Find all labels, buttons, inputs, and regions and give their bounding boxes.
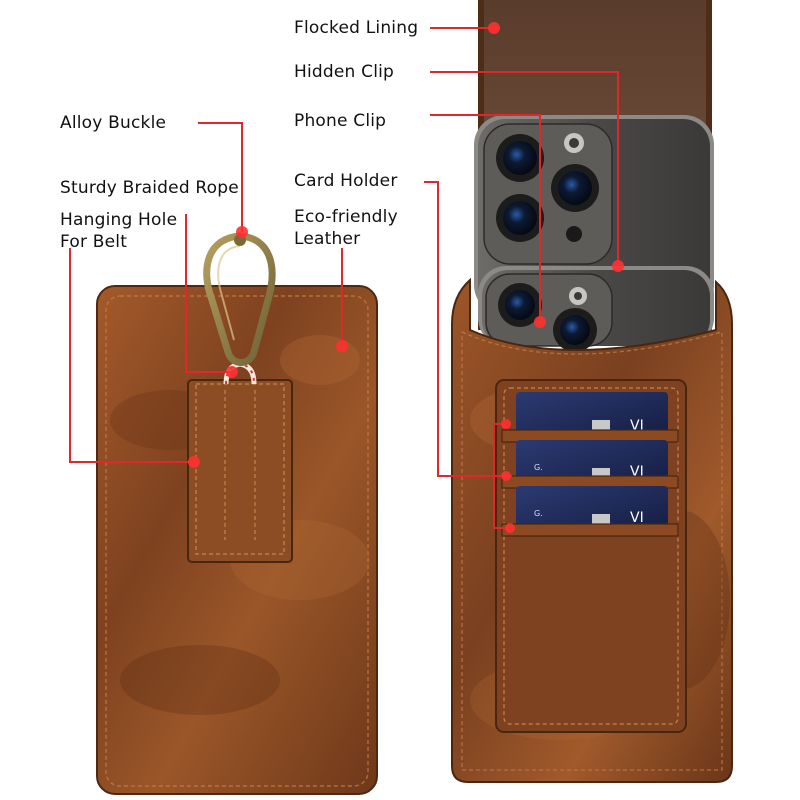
label-eco-leather-1: Eco-friendly	[294, 207, 398, 227]
card-slot-2: G. VI	[501, 440, 679, 492]
label-hanging-hole-2: For Belt	[60, 232, 128, 252]
label-alloy-buckle: Alloy Buckle	[60, 113, 167, 133]
leader-dots	[188, 22, 624, 533]
label-eco-leather-2: Leather	[294, 229, 361, 249]
card-initial-text: G.	[534, 463, 543, 472]
label-hanging-hole-1: Hanging Hole	[60, 210, 178, 230]
left-pouch-back	[96, 285, 378, 795]
right-pouch-front: VI G. VI G. VI	[451, 0, 733, 783]
card-brand-text: VI	[630, 510, 644, 526]
carabiner-icon	[203, 232, 276, 366]
card-initial-text: G.	[534, 509, 543, 518]
label-braided-rope: Sturdy Braided Rope	[60, 178, 239, 198]
label-phone-clip: Phone Clip	[294, 111, 387, 131]
label-flocked-lining: Flocked Lining	[294, 18, 419, 38]
card-slot-1: VI	[501, 392, 679, 443]
label-card-holder: Card Holder	[294, 171, 398, 191]
card-slot-3: G. VI	[501, 486, 679, 537]
label-hidden-clip: Hidden Clip	[294, 62, 395, 82]
leader-lines	[69, 27, 619, 529]
